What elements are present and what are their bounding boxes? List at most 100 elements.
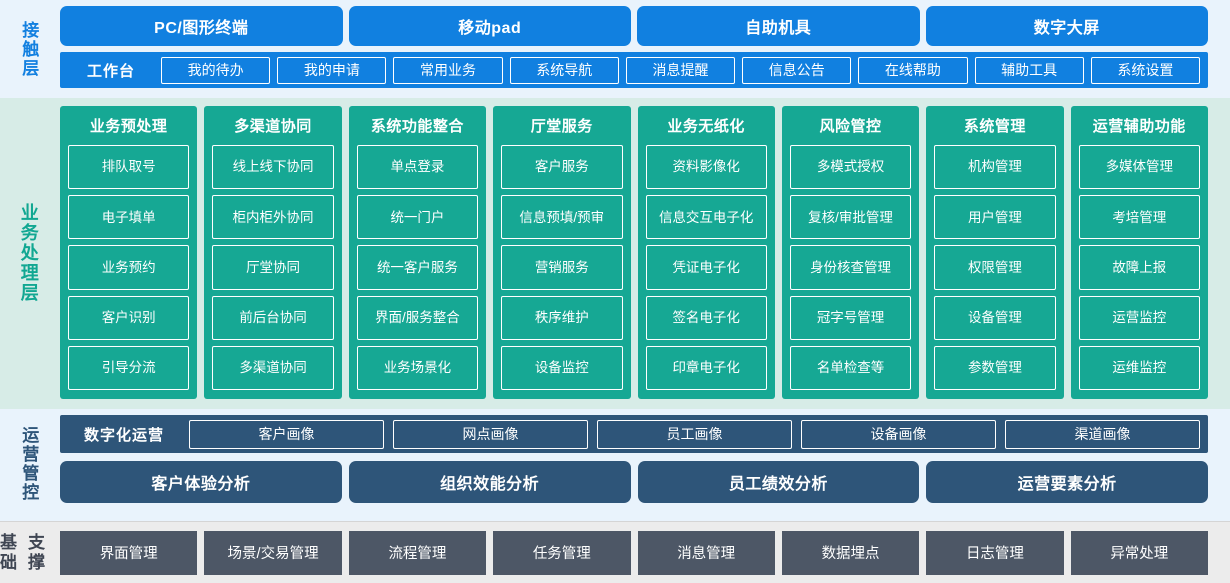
biz-item[interactable]: 信息交互电子化 <box>645 195 767 240</box>
biz-item[interactable]: 线上线下协同 <box>212 145 334 190</box>
biz-item[interactable]: 业务场景化 <box>356 345 479 391</box>
channel-pc[interactable]: PC/图形终端 <box>60 6 343 46</box>
foundation-layer-body: 界面管理 场景/交易管理 流程管理 任务管理 消息管理 数据埋点 日志管理 异常… <box>56 528 1230 577</box>
biz-item[interactable]: 机构管理 <box>934 145 1056 190</box>
biz-item[interactable]: 单点登录 <box>356 145 479 190</box>
workbench-item-message-reminder[interactable]: 消息提醒 <box>625 56 736 84</box>
workbench-item-common-business[interactable]: 常用业务 <box>393 56 503 84</box>
biz-item[interactable]: 运营监控 <box>1078 295 1200 340</box>
biz-item[interactable]: 名单检查等 <box>789 345 912 391</box>
biz-item[interactable]: 引导分流 <box>68 345 190 391</box>
foundation-layer-label: 基础 支撑 <box>0 528 56 577</box>
foundation-item-process-management[interactable]: 流程管理 <box>348 530 487 575</box>
analysis-organization-efficiency[interactable]: 组织效能分析 <box>348 461 631 503</box>
channel-self-service[interactable]: 自助机具 <box>637 6 920 46</box>
biz-item[interactable]: 凭证电子化 <box>645 245 767 290</box>
biz-item[interactable]: 用户管理 <box>934 195 1056 240</box>
workbench-item-announcement[interactable]: 信息公告 <box>742 56 852 84</box>
biz-column-title: 多渠道协同 <box>234 118 312 135</box>
foundation-item-exception-handling[interactable]: 异常处理 <box>1070 530 1208 575</box>
workbench-title: 工作台 <box>86 62 135 80</box>
analysis-employee-performance[interactable]: 员工绩效分析 <box>637 461 920 503</box>
biz-column-paperless: 业务无纸化 资料影像化 信息交互电子化 凭证电子化 签名电子化 印章电子化 <box>637 106 775 399</box>
biz-item[interactable]: 身份核查管理 <box>789 245 912 290</box>
biz-item[interactable]: 印章电子化 <box>645 345 767 391</box>
foundation-item-task-management[interactable]: 任务管理 <box>493 530 631 575</box>
workbench-item-system-navigation[interactable]: 系统导航 <box>509 56 619 84</box>
foundation-layer-band: 基础 支撑 界面管理 场景/交易管理 流程管理 任务管理 消息管理 数据埋点 日… <box>0 521 1230 583</box>
biz-item[interactable]: 运维监控 <box>1078 345 1200 391</box>
contact-layer-band: 接触层 PC/图形终端 移动pad 自助机具 数字大屏 工作台 我的待办 我的申… <box>0 0 1230 98</box>
foundation-item-message-management[interactable]: 消息管理 <box>637 530 775 575</box>
biz-item[interactable]: 电子填单 <box>68 195 190 240</box>
biz-item[interactable]: 客户服务 <box>501 145 623 190</box>
biz-item[interactable]: 厅堂协同 <box>212 245 334 290</box>
workbench-item-tools[interactable]: 辅助工具 <box>974 56 1084 84</box>
biz-column-title: 业务无纸化 <box>667 118 745 135</box>
foundation-label-line2: 支撑 <box>28 533 46 572</box>
workbench-item-settings[interactable]: 系统设置 <box>1090 56 1200 84</box>
biz-item[interactable]: 签名电子化 <box>645 295 767 340</box>
portrait-item-customer[interactable]: 客户画像 <box>189 419 384 449</box>
operation-layer-label: 运营管控 <box>19 426 39 502</box>
biz-column-title: 业务预处理 <box>89 118 168 135</box>
biz-column-title: 系统管理 <box>963 118 1026 135</box>
biz-item[interactable]: 营销服务 <box>501 245 623 290</box>
biz-item[interactable]: 业务预约 <box>68 245 190 290</box>
channel-mobile-pad[interactable]: 移动pad <box>348 6 631 46</box>
biz-item[interactable]: 设备监控 <box>501 345 623 391</box>
biz-column-risk-control: 风险管控 多模式授权 复核/审批管理 身份核查管理 冠字号管理 名单检查等 <box>781 106 920 399</box>
biz-item[interactable]: 界面/服务整合 <box>356 295 479 340</box>
biz-item[interactable]: 考培管理 <box>1078 195 1200 240</box>
biz-item[interactable]: 冠字号管理 <box>789 295 912 340</box>
biz-item[interactable]: 权限管理 <box>934 245 1056 290</box>
digital-operation-title: 数字化运营 <box>83 426 164 444</box>
business-layer-label: 业务处理层 <box>18 202 39 303</box>
workbench-row: 工作台 我的待办 我的申请 常用业务 系统导航 消息提醒 信息公告 在线帮助 辅… <box>60 52 1208 88</box>
biz-item[interactable]: 资料影像化 <box>645 145 767 190</box>
biz-item[interactable]: 故障上报 <box>1078 245 1200 290</box>
biz-item[interactable]: 复核/审批管理 <box>789 195 912 240</box>
biz-column-title: 系统功能整合 <box>370 118 464 135</box>
biz-item[interactable]: 前后台协同 <box>212 295 334 340</box>
channel-digital-screen[interactable]: 数字大屏 <box>925 6 1208 46</box>
biz-item[interactable]: 多模式授权 <box>789 145 912 190</box>
biz-item[interactable]: 多媒体管理 <box>1078 145 1200 190</box>
biz-item[interactable]: 客户识别 <box>68 295 190 340</box>
biz-item[interactable]: 排队取号 <box>68 145 190 190</box>
analysis-customer-experience[interactable]: 客户体验分析 <box>60 461 342 503</box>
analysis-operation-elements[interactable]: 运营要素分析 <box>926 461 1208 503</box>
biz-item[interactable]: 统一门户 <box>356 195 479 240</box>
biz-column-title: 风险管控 <box>819 118 882 135</box>
portrait-item-device[interactable]: 设备画像 <box>801 419 996 449</box>
biz-column-preprocess: 业务预处理 排队取号 电子填单 业务预约 客户识别 引导分流 <box>60 106 198 399</box>
business-layer-body: 业务预处理 排队取号 电子填单 业务预约 客户识别 引导分流 多渠道协同 线上线… <box>56 106 1230 399</box>
biz-item[interactable]: 多渠道协同 <box>212 345 334 391</box>
contact-layer-body: PC/图形终端 移动pad 自助机具 数字大屏 工作台 我的待办 我的申请 常用… <box>56 6 1230 92</box>
workbench-item-my-todo[interactable]: 我的待办 <box>161 56 271 84</box>
channel-row: PC/图形终端 移动pad 自助机具 数字大屏 <box>60 6 1208 46</box>
workbench-item-online-help[interactable]: 在线帮助 <box>858 56 968 84</box>
biz-column-multichannel: 多渠道协同 线上线下协同 柜内柜外协同 厅堂协同 前后台协同 多渠道协同 <box>204 106 342 399</box>
portrait-item-employee[interactable]: 员工画像 <box>597 419 792 449</box>
foundation-item-log-management[interactable]: 日志管理 <box>926 530 1064 575</box>
foundation-item-data-tracking[interactable]: 数据埋点 <box>781 530 920 575</box>
analysis-row: 客户体验分析 组织效能分析 员工绩效分析 运营要素分析 <box>60 461 1208 503</box>
portrait-item-channel[interactable]: 渠道画像 <box>1005 419 1200 449</box>
biz-item[interactable]: 参数管理 <box>934 345 1056 391</box>
business-layer-band: 业务处理层 业务预处理 排队取号 电子填单 业务预约 客户识别 引导分流 多渠道… <box>0 98 1230 409</box>
portrait-item-branch[interactable]: 网点画像 <box>393 419 588 449</box>
foundation-item-ui-management[interactable]: 界面管理 <box>60 530 198 575</box>
workbench-item-my-application[interactable]: 我的申请 <box>277 56 387 84</box>
biz-column-operation-support: 运营辅助功能 多媒体管理 考培管理 故障上报 运营监控 运维监控 <box>1070 106 1208 399</box>
biz-column-title: 厅堂服务 <box>530 118 593 135</box>
biz-item[interactable]: 秩序维护 <box>501 295 623 340</box>
digital-operation-row: 数字化运营 客户画像 网点画像 员工画像 设备画像 渠道画像 <box>60 415 1208 453</box>
foundation-item-scene-transaction[interactable]: 场景/交易管理 <box>204 530 342 575</box>
biz-item[interactable]: 统一客户服务 <box>356 245 479 290</box>
operation-layer-band: 运营管控 数字化运营 客户画像 网点画像 员工画像 设备画像 渠道画像 客户体验… <box>0 409 1230 521</box>
biz-item[interactable]: 信息预填/预审 <box>501 195 623 240</box>
biz-item[interactable]: 柜内柜外协同 <box>212 195 334 240</box>
biz-item[interactable]: 设备管理 <box>934 295 1056 340</box>
